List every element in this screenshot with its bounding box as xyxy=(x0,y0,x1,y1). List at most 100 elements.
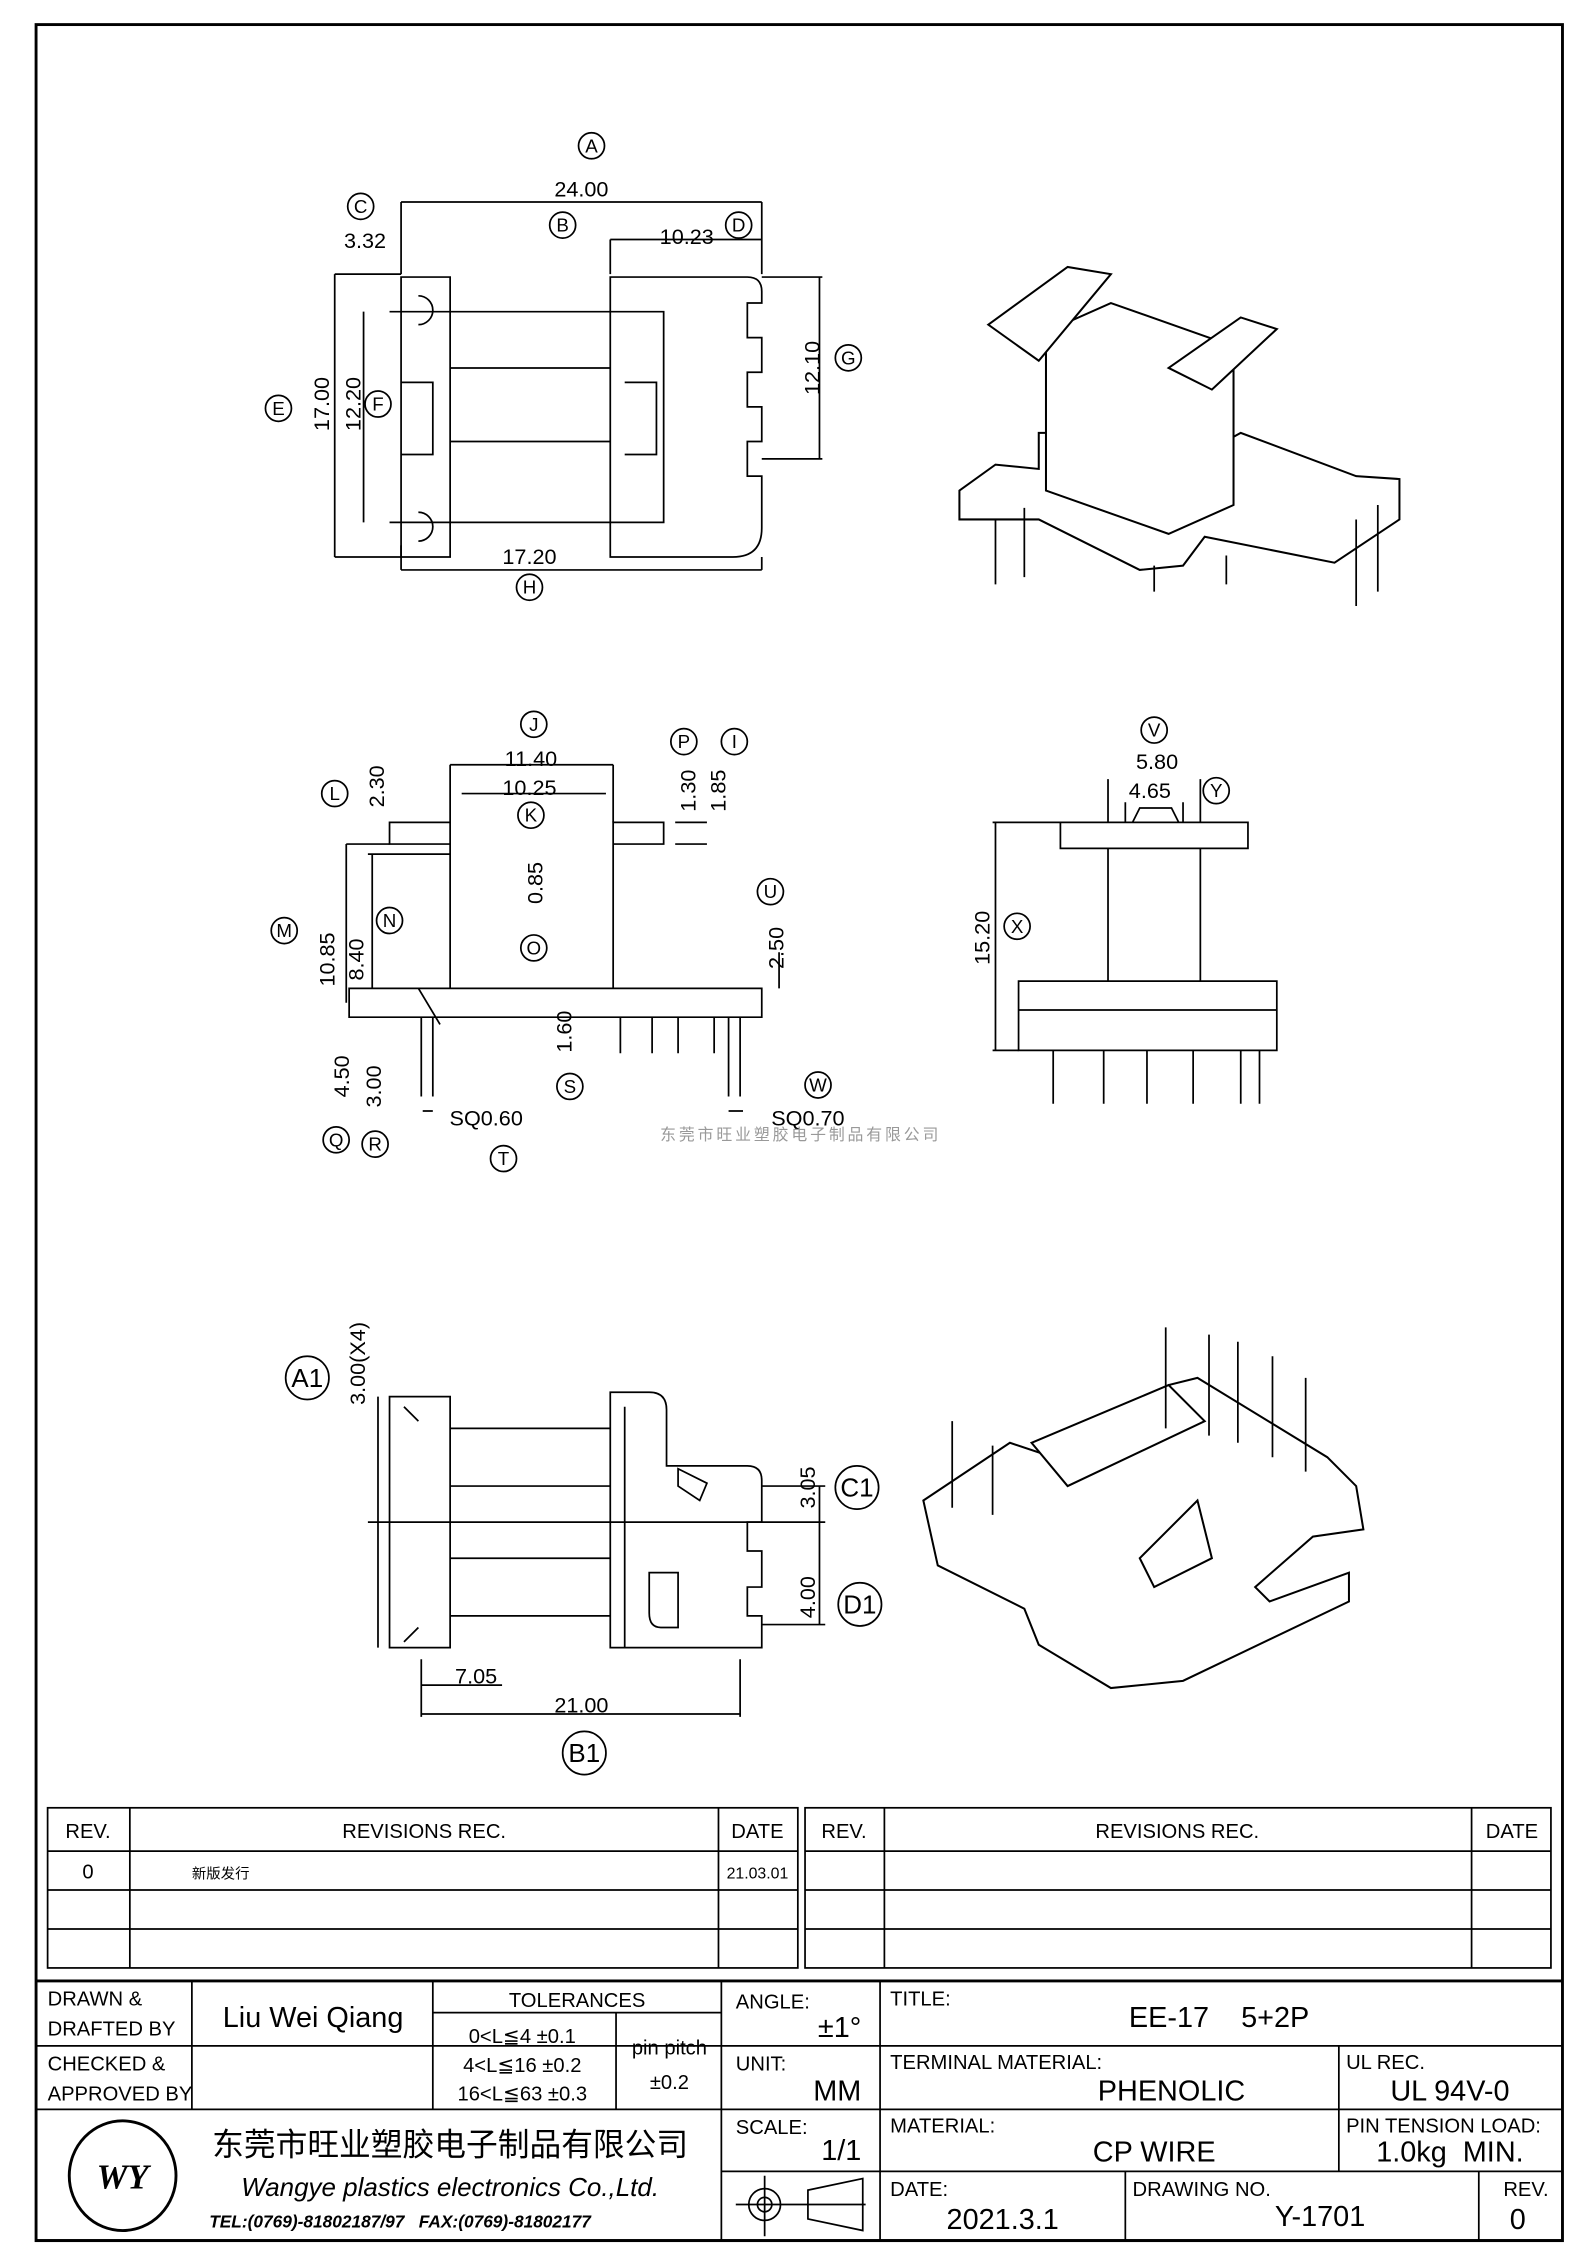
material-value: CP WIRE xyxy=(1093,2136,1216,2168)
svg-text:X: X xyxy=(1011,916,1024,937)
date-header-right: DATE xyxy=(1486,1821,1538,1843)
svg-text:O: O xyxy=(527,937,542,958)
drawn-by: Liu Wei Qiang xyxy=(223,2002,404,2034)
date-header: DATE xyxy=(731,1821,783,1843)
title-value: EE-17 5+2P xyxy=(1129,2002,1309,2034)
end-view xyxy=(992,779,1278,1104)
callout-c: C xyxy=(346,192,375,221)
watermark-text: 东莞市旺业塑胶电子制品有限公司 xyxy=(660,1126,941,1144)
callout-a: A xyxy=(577,131,606,160)
svg-text:C1: C1 xyxy=(840,1473,873,1503)
callout-f: F xyxy=(364,390,392,418)
svg-text:S: S xyxy=(564,1076,577,1097)
callout-g: G xyxy=(834,344,863,372)
callout-s: S xyxy=(556,1072,584,1101)
dim-t: SQ0.60 xyxy=(450,1105,523,1130)
svg-text:F: F xyxy=(372,394,383,415)
svg-text:D: D xyxy=(732,215,746,236)
dim-o: 0.85 xyxy=(522,862,547,904)
dim-c: 3.32 xyxy=(344,228,386,253)
svg-text:B: B xyxy=(556,215,569,236)
svg-text:J: J xyxy=(529,714,538,735)
revision-description: 新版发行 xyxy=(192,1865,250,1882)
svg-text:I: I xyxy=(732,731,737,752)
drafted-label: DRAFTED BY xyxy=(48,2019,176,2041)
top-view xyxy=(333,201,823,571)
dim-d1: 4.00 xyxy=(795,1576,820,1618)
bottom-view xyxy=(367,1391,826,1717)
company-name-en: Wangye plastics electronics Co.,Ltd. xyxy=(241,2172,659,2202)
dim-x: 15.20 xyxy=(970,911,995,965)
svg-text:P: P xyxy=(678,731,691,752)
svg-text:Y: Y xyxy=(1210,780,1223,801)
dim-j: 11.40 xyxy=(505,746,558,771)
dim-r: 3.00 xyxy=(361,1065,386,1107)
isometric-view-bottom xyxy=(922,1327,1365,1690)
dim-p: 1.30 xyxy=(675,770,700,812)
dim-g: 12.10 xyxy=(799,341,824,395)
svg-text:E: E xyxy=(272,398,285,419)
callout-l: L xyxy=(320,779,349,808)
side-view xyxy=(345,763,780,1112)
pin-pitch-value: ±0.2 xyxy=(650,2072,689,2094)
callout-m: M xyxy=(270,916,299,945)
svg-text:B1: B1 xyxy=(568,1738,600,1768)
revision-table-left: REV. REVISIONS REC. DATE 0 新版发行 21.03.01 xyxy=(46,1806,799,1969)
company-contact: TEL:(0769)-81802187/97 FAX:(0769)-818021… xyxy=(209,2212,592,2232)
callout-t: T xyxy=(489,1144,518,1173)
tolerances-label: TOLERANCES xyxy=(509,1990,646,2012)
callout-d: D xyxy=(724,211,753,239)
svg-text:WY: WY xyxy=(97,2159,152,2197)
callout-v: V xyxy=(1140,716,1169,744)
callout-r: R xyxy=(361,1130,389,1158)
svg-text:U: U xyxy=(764,881,778,902)
callout-u: U xyxy=(756,877,785,906)
checked-label: CHECKED & xyxy=(48,2053,166,2075)
callout-d1: D1 xyxy=(837,1581,883,1627)
tolerance-2: 4<L≦16 ±0.2 xyxy=(463,2055,581,2077)
scale-value: 1/1 xyxy=(821,2135,861,2167)
dim-h: 17.20 xyxy=(502,544,556,569)
svg-text:K: K xyxy=(525,805,538,826)
scale-label: SCALE: xyxy=(736,2117,808,2139)
rev-value: 0 xyxy=(82,1861,93,1883)
callout-b: B xyxy=(548,211,577,239)
dim-lead: 7.05 xyxy=(455,1664,497,1689)
svg-text:R: R xyxy=(368,1134,382,1155)
dim-m: 10.85 xyxy=(315,932,340,986)
revision-date: 21.03.01 xyxy=(727,1865,789,1882)
rev-value-title: 0 xyxy=(1510,2204,1526,2236)
drawing-no-value: Y-1701 xyxy=(1275,2201,1365,2233)
callout-h: H xyxy=(515,573,544,602)
callout-j: J xyxy=(519,710,548,739)
ul-rec-label: UL REC. xyxy=(1346,2052,1425,2074)
drawing-no-label: DRAWING NO. xyxy=(1133,2179,1271,2201)
approved-label: APPROVED BY xyxy=(48,2084,193,2106)
callout-y: Y xyxy=(1202,776,1231,805)
angle-value: ±1° xyxy=(818,2012,861,2044)
drawn-label: DRAWN & xyxy=(48,1988,143,2010)
dim-n: 8.40 xyxy=(344,938,369,980)
callout-k: K xyxy=(517,801,545,830)
dim-l: 2.30 xyxy=(364,765,389,807)
callouts: A C B D E F G H J P I L K N M O U S W Q … xyxy=(264,131,1231,1776)
rev-header: REV. xyxy=(65,1821,110,1843)
dim-s: 1.60 xyxy=(551,1011,576,1053)
dim-d: 10.23 xyxy=(660,224,714,249)
rev-label: REV. xyxy=(1503,2179,1548,2201)
svg-text:G: G xyxy=(841,347,856,368)
callout-w: W xyxy=(804,1071,832,1099)
svg-text:T: T xyxy=(498,1148,510,1169)
dim-i: 1.85 xyxy=(706,770,731,812)
svg-text:N: N xyxy=(383,910,397,931)
dim-a: 24.00 xyxy=(554,176,608,201)
callout-x: X xyxy=(1003,912,1031,941)
terminal-material-value: PHENOLIC xyxy=(1098,2076,1245,2108)
svg-text:V: V xyxy=(1148,720,1161,741)
date-label: DATE: xyxy=(890,2179,948,2201)
title-block: DRAWN & DRAFTED BY Liu Wei Qiang CHECKED… xyxy=(36,1979,1563,2243)
pin-pitch-label: pin pitch xyxy=(632,2038,707,2060)
unit-value: MM xyxy=(813,2076,861,2108)
rev-header-right: REV. xyxy=(821,1821,866,1843)
